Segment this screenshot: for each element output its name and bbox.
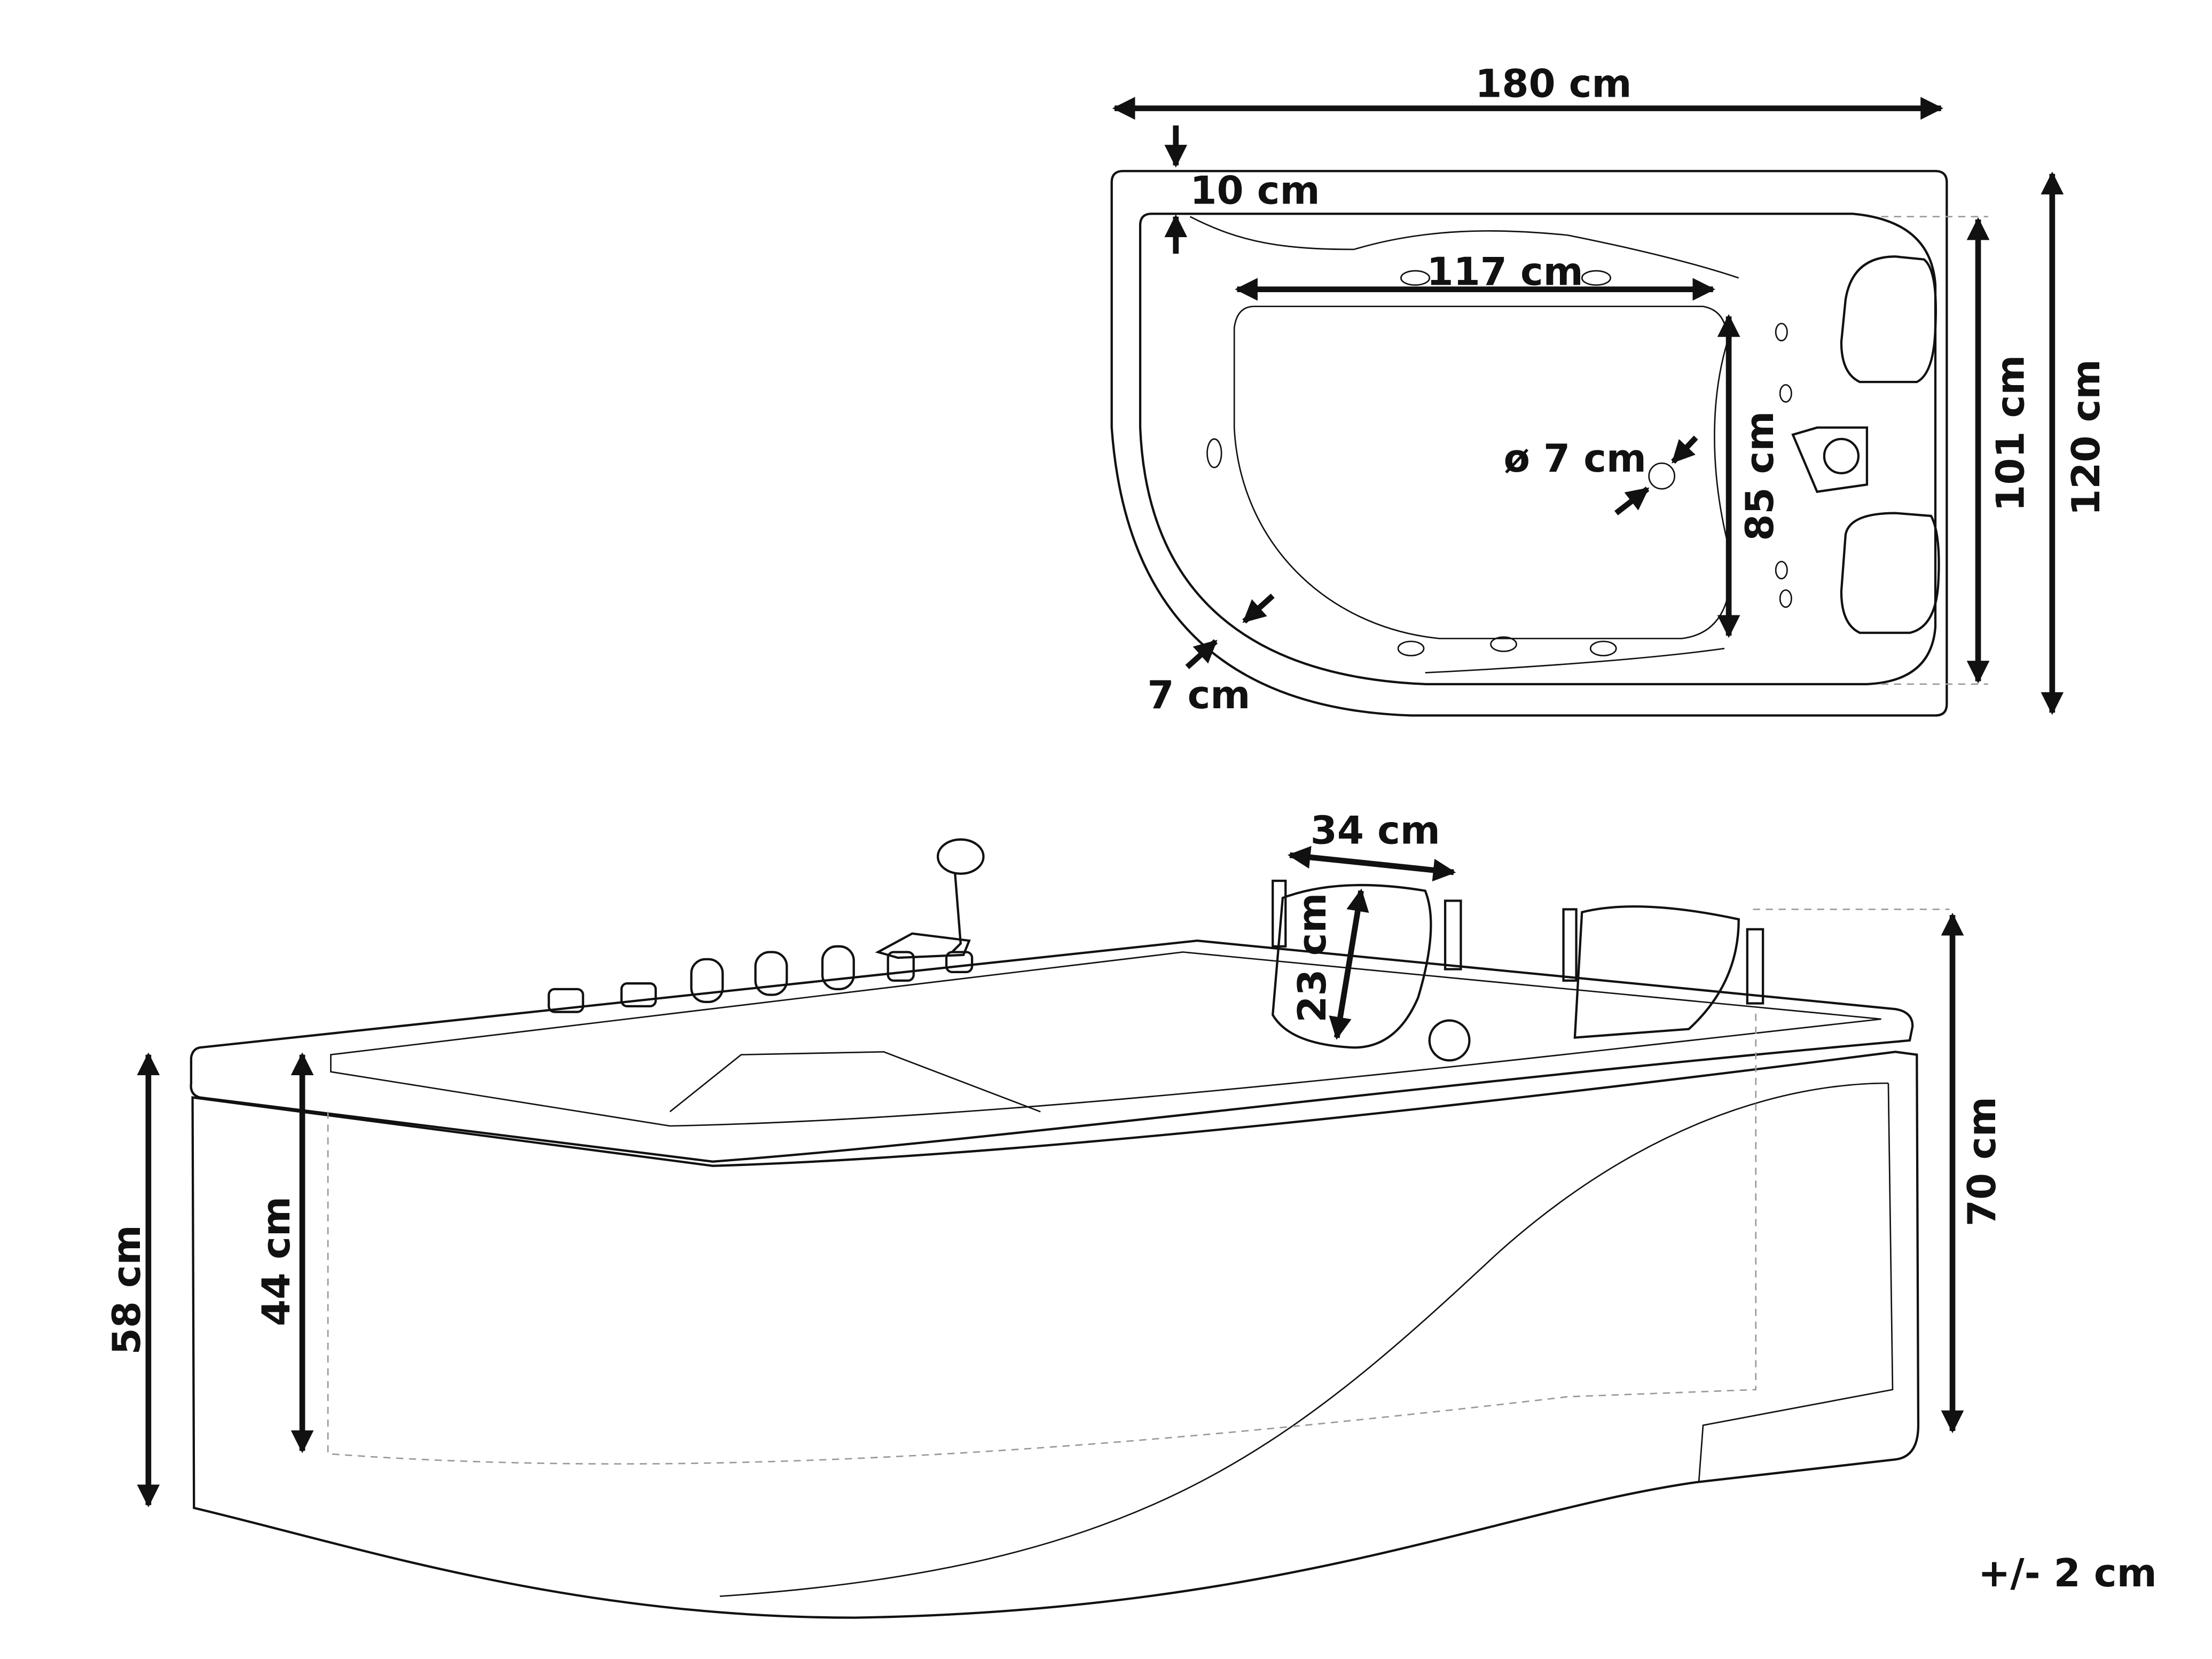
corner-rim-label: 7 cm xyxy=(1147,672,1250,717)
headrest-height-arrow xyxy=(1329,888,1369,1040)
top-inner-outline xyxy=(1139,213,1937,685)
inner-width-label: 85 cm xyxy=(1737,411,1782,541)
tub-rim xyxy=(190,939,1914,1163)
front-panel xyxy=(191,1051,1920,1619)
inner-depth-width-label: 101 cm xyxy=(1988,355,2033,512)
rim-label: 10 cm xyxy=(1190,168,1320,213)
hidden-basin xyxy=(327,1012,1757,1465)
drain-label: ø 7 cm xyxy=(1503,436,1646,481)
headrests-top xyxy=(1791,255,1940,634)
corner-rim-arrow-1 xyxy=(1242,593,1275,624)
tub-inner-edge xyxy=(330,951,1881,1127)
basin-floor xyxy=(1233,306,1728,639)
drain-arrow-2 xyxy=(1614,487,1650,515)
headrest-width-label: 34 cm xyxy=(1311,808,1440,853)
top-outer-outline xyxy=(1110,170,1948,717)
hand-shower xyxy=(875,838,985,959)
tolerance-label: +/- 2 cm xyxy=(1978,1551,2157,1595)
front-height-label: 58 cm xyxy=(104,1225,149,1355)
drain-arrow-1 xyxy=(1671,435,1698,464)
top-view: 180 cm 10 cm 117 cm 85 cm ø 7 cm 101 cm … xyxy=(1110,61,2108,717)
panel-inner-diagonal xyxy=(1698,1083,1894,1483)
backrest-contour xyxy=(1189,216,1739,279)
headrest-height-label: 23 cm xyxy=(1290,893,1335,1023)
corner-rim-arrow-2 xyxy=(1185,639,1218,669)
total-height-label: 70 cm xyxy=(1959,1097,2004,1226)
inner-depth-label: 44 cm xyxy=(254,1196,299,1326)
side-view: 34 cm 23 cm 58 cm 44 cm 70 cm xyxy=(104,808,2004,1619)
headrest-width-arrow xyxy=(1287,846,1456,882)
headrests-side xyxy=(1272,879,1764,1062)
controls xyxy=(547,945,974,1013)
inner-length-label: 117 cm xyxy=(1427,249,1583,294)
drain xyxy=(1648,462,1676,490)
front-contour xyxy=(1425,647,1725,674)
width-label: 120 cm xyxy=(2064,359,2108,516)
length-label: 180 cm xyxy=(1475,61,1631,106)
panel-diagonal xyxy=(719,1082,1888,1597)
jets xyxy=(1206,270,1792,656)
backrest-inside xyxy=(669,1051,1041,1113)
